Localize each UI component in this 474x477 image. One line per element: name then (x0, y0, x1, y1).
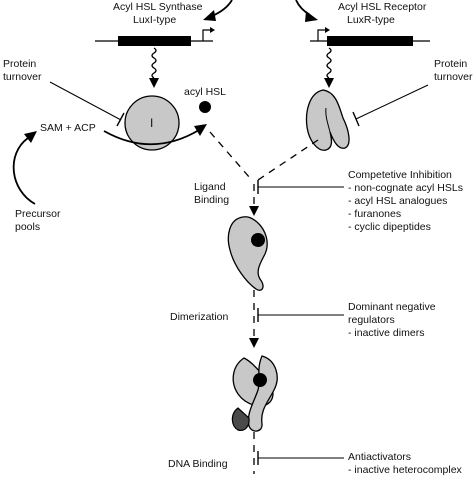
receptor-type: LuxR-type (347, 14, 395, 26)
competitive-item: - acyl HSL analogues (348, 195, 448, 207)
pathway-dimer-arrowhead (249, 338, 259, 348)
receptor-title: Acyl HSL Receptor (338, 1, 427, 13)
synthase-expression-arrow (151, 47, 157, 79)
protein-turnover-left-line2: turnover (3, 71, 42, 83)
acyl-hsl-ligand (199, 101, 211, 113)
receptor-dimer (231, 355, 278, 432)
turnover-inhibition-left-bar (116, 112, 125, 127)
luxR-gene (310, 27, 430, 46)
protein-turnover-right-line2: turnover (434, 71, 473, 83)
substrates-label: SAM + ACP (40, 122, 96, 134)
turnover-inhibition-left (49, 81, 122, 121)
step-ligand-binding-line2: Binding (194, 194, 230, 206)
competitive-inhibition-title: Competetive Inhibition (348, 169, 452, 181)
step-dna-binding: DNA Binding (168, 458, 228, 470)
synthase-type: LuxI-type (133, 14, 177, 26)
antiactivators-title: Antiactivators (348, 451, 412, 463)
bound-receptor (227, 216, 268, 291)
competitive-item: - furanones (348, 208, 402, 220)
synthase-enzyme (124, 95, 180, 151)
acyl-hsl-label: acyl HSL (184, 86, 227, 98)
competitive-item: - non-cognate acyl HSLs (348, 182, 463, 194)
receptor-cleft (325, 107, 331, 133)
protein-turnover-left-line1: Protein (3, 58, 37, 70)
top-left-arrow (211, 0, 233, 17)
receptor-expression-arrow (326, 47, 332, 79)
dominant-negative-line1: Dominant negative (348, 301, 436, 313)
reaction-arrow (103, 129, 200, 146)
competitive-item: - cyclic dipeptides (348, 221, 431, 233)
pathway-left-dashed (209, 131, 251, 179)
precursor-arrow (12, 137, 36, 205)
turnover-inhibition-right-bar (352, 111, 360, 127)
precursor-arrowhead (24, 131, 37, 143)
dominant-negative-line2: regulators (348, 314, 395, 326)
precursor-line1: Precursor (15, 208, 61, 220)
step-ligand-binding-line1: Ligand (194, 181, 226, 193)
synthase-title: Acyl HSL Synthase (113, 1, 203, 13)
turnover-inhibition-right (355, 84, 429, 120)
protein-turnover-right-line1: Protein (434, 58, 468, 70)
competitive-inhibition-connector (257, 180, 344, 194)
step-dimerization: Dimerization (170, 311, 229, 323)
bound-ligand (251, 233, 265, 247)
top-left-arrowhead (203, 10, 216, 21)
synthase-expression-arrowhead (149, 78, 159, 88)
top-right-arrowhead (305, 11, 318, 22)
luxI-gene (95, 27, 215, 46)
precursor-line2: pools (15, 221, 41, 233)
pathway-right-dashed (257, 139, 319, 181)
pathway-binding-arrowhead (249, 206, 259, 216)
antiactivators-item: - inactive heterocomplex (348, 464, 462, 476)
synthase-letter: I (150, 116, 154, 130)
antiactivator-connector (257, 451, 344, 465)
receptor-expression-arrowhead (324, 78, 334, 88)
dominant-negative-line3: - inactive dimers (348, 327, 425, 339)
receptor-protein (305, 89, 350, 151)
reaction-arrowhead (194, 124, 207, 136)
dominant-negative-connector (257, 308, 344, 322)
